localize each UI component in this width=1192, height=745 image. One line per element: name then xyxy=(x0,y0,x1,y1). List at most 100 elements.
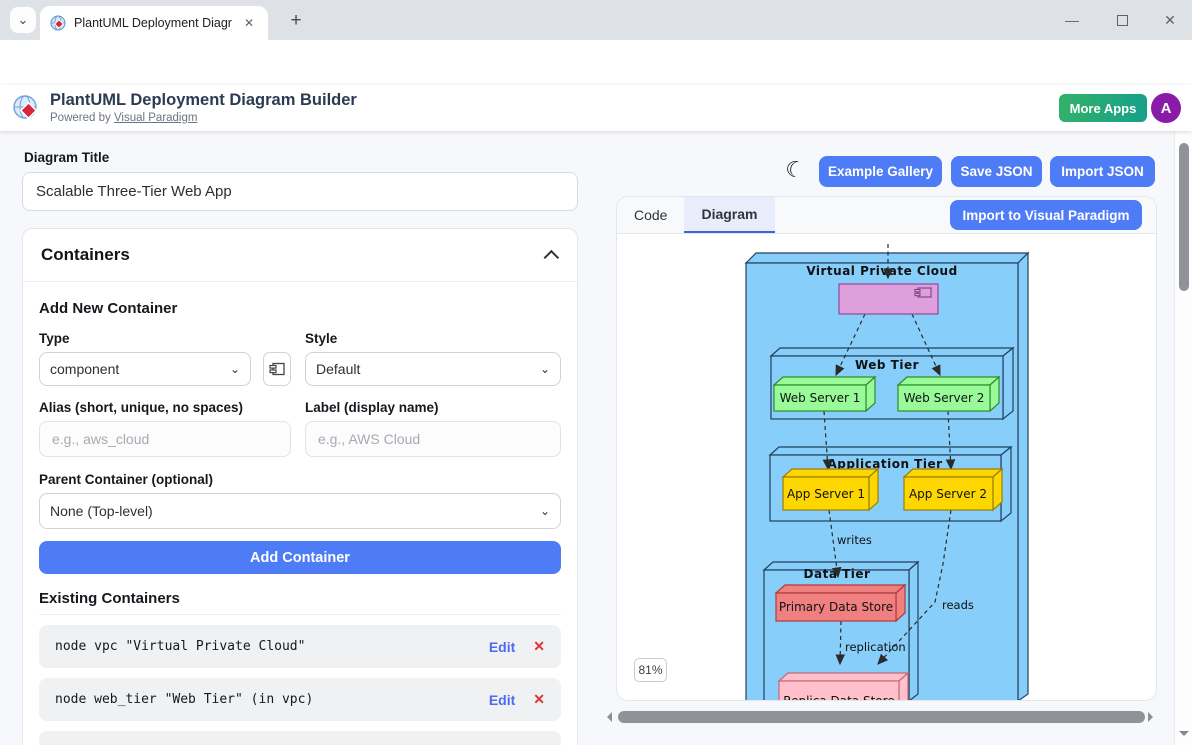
type-label: Type xyxy=(39,331,70,346)
chevron-down-icon: ⌄ xyxy=(17,12,29,27)
edit-link[interactable]: Edit xyxy=(488,691,516,708)
more-apps-button[interactable]: More Apps xyxy=(1059,94,1147,122)
powered-by: Powered by Visual Paradigm xyxy=(50,112,198,124)
moon-icon: ☾ xyxy=(782,155,808,184)
edge-app1-primary xyxy=(828,509,842,579)
containers-card-header[interactable]: Containers xyxy=(23,229,577,282)
parent-container-label: Parent Container (optional) xyxy=(39,472,214,487)
delete-icon[interactable]: ✕ xyxy=(533,638,545,654)
app-header: PlantUML Deployment Diagram Builder Powe… xyxy=(0,85,1192,131)
edge-lb-web1 xyxy=(835,313,866,377)
containers-section-title: Containers xyxy=(41,245,130,264)
container-row: node web_tier "Web Tier" (in vpc) Edit ✕ xyxy=(39,678,561,721)
edge-lb-web2 xyxy=(911,313,941,377)
browser-tab[interactable]: PlantUML Deployment Diagram ✕ xyxy=(40,6,268,40)
style-label: Style xyxy=(305,331,338,346)
visual-paradigm-link[interactable]: Visual Paradigm xyxy=(113,112,198,124)
existing-containers-heading: Existing Containers xyxy=(39,590,180,607)
application-tier-label: Application Tier xyxy=(827,457,942,471)
diagram-title-input[interactable]: Scalable Three-Tier Web App xyxy=(22,172,578,211)
import-to-visual-paradigm-button[interactable]: Import to Visual Paradigm xyxy=(950,200,1142,230)
node-app-server-2: App Server 2 xyxy=(902,467,1004,512)
vertical-scrollbar[interactable] xyxy=(1174,85,1192,745)
horizontal-scrollbar[interactable] xyxy=(600,708,1158,726)
node-web-server-2: Web Server 2 xyxy=(896,375,1001,413)
app-server-2-label: App Server 2 xyxy=(909,487,987,501)
edge-app2-replica xyxy=(877,509,952,665)
browser-toolbar: ← → ⟳ ai-toolbox.visual-paradigm.com/app… xyxy=(0,40,1192,118)
container-code: node vpc "Virtual Private Cloud" xyxy=(55,639,306,654)
scroll-left-icon[interactable] xyxy=(602,712,612,722)
preview-tab-bar: Code Diagram Import to Visual Paradigm xyxy=(617,197,1156,234)
container-code: node web_tier "Web Tier" (in vpc) xyxy=(55,692,314,707)
visual-paradigm-logo xyxy=(13,95,38,120)
web-server-1-label: Web Server 1 xyxy=(780,391,861,405)
chevron-down-icon: ⌄ xyxy=(539,362,550,376)
node-load-balancer xyxy=(838,283,939,315)
page-title: PlantUML Deployment Diagram Builder xyxy=(50,91,357,109)
component-icon xyxy=(914,287,932,298)
scroll-right-icon[interactable] xyxy=(1148,712,1158,722)
web-server-2-label: Web Server 2 xyxy=(904,391,985,405)
chevron-down-icon: ⌄ xyxy=(539,504,550,518)
component-icon-button[interactable] xyxy=(263,352,291,386)
vpc-label: Virtual Private Cloud xyxy=(806,264,957,278)
user-avatar[interactable]: A xyxy=(1151,93,1181,123)
label-label: Label (display name) xyxy=(305,400,439,415)
containers-card: Containers Add New Container Type compon… xyxy=(22,228,578,745)
alias-input[interactable]: e.g., aws_cloud xyxy=(39,421,291,457)
add-container-button[interactable]: Add Container xyxy=(39,541,561,574)
plantuml-diagram: Virtual Private Cloud Web Tier Applicati… xyxy=(744,244,1030,701)
label-input[interactable]: e.g., AWS Cloud xyxy=(305,421,561,457)
tab-title: PlantUML Deployment Diagram xyxy=(74,16,232,30)
add-new-container-heading: Add New Container xyxy=(39,300,178,317)
window-minimize-button[interactable]: — xyxy=(1065,12,1079,28)
edge-web2-app2 xyxy=(945,410,956,471)
edit-link[interactable]: Edit xyxy=(488,638,516,655)
diagram-canvas[interactable]: 81% Virtual Private Cloud Web xyxy=(617,234,1156,701)
container-row: node vpc "Virtual Private Cloud" Edit ✕ xyxy=(39,625,561,668)
data-tier-label: Data Tier xyxy=(804,567,871,581)
component-icon xyxy=(269,362,285,376)
web-tier-label: Web Tier xyxy=(855,358,919,372)
preview-card: Code Diagram Import to Visual Paradigm 8… xyxy=(616,196,1157,701)
container-row: node app_tier "Application Tier" (in vpc… xyxy=(39,731,561,745)
favicon-visual-paradigm xyxy=(50,15,66,31)
node-primary-data-store: Primary Data Store xyxy=(774,583,907,623)
window-close-button[interactable]: ✕ xyxy=(1164,11,1176,28)
tab-diagram[interactable]: Diagram xyxy=(684,197,775,233)
edge-label-writes: writes xyxy=(837,533,872,547)
app-server-1-label: App Server 1 xyxy=(787,487,865,501)
diagram-title-label: Diagram Title xyxy=(24,150,110,165)
type-select[interactable]: component⌄ xyxy=(39,352,251,386)
edge-label-replication: replication xyxy=(845,640,906,654)
tab-code[interactable]: Code xyxy=(634,207,668,223)
style-select[interactable]: Default⌄ xyxy=(305,352,561,386)
example-gallery-button[interactable]: Example Gallery xyxy=(819,156,942,187)
browser-tab-strip: ⌄ PlantUML Deployment Diagram ✕ + — ✕ xyxy=(0,0,1192,40)
chevron-up-icon[interactable] xyxy=(543,249,560,265)
dark-mode-toggle[interactable]: ☾ xyxy=(778,152,812,187)
node-web-server-1: Web Server 1 xyxy=(772,375,877,413)
tab-search-button[interactable]: ⌄ xyxy=(10,7,36,33)
tab-close-icon[interactable]: ✕ xyxy=(243,16,255,30)
scroll-down-icon[interactable] xyxy=(1179,731,1189,741)
edge-web1-app1 xyxy=(822,410,833,471)
horizontal-scrollbar-thumb[interactable] xyxy=(618,711,1145,723)
parent-container-select[interactable]: None (Top-level)⌄ xyxy=(39,493,561,529)
edge-label-reads: reads xyxy=(942,598,974,612)
node-app-server-1: App Server 1 xyxy=(781,467,880,512)
new-tab-button[interactable]: + xyxy=(290,10,302,31)
window-maximize-button[interactable] xyxy=(1100,0,1144,40)
primary-data-store-label: Primary Data Store xyxy=(779,600,893,614)
chevron-down-icon: ⌄ xyxy=(229,362,240,376)
maximize-icon xyxy=(1116,14,1128,26)
alias-label: Alias (short, unique, no spaces) xyxy=(39,400,244,415)
delete-icon[interactable]: ✕ xyxy=(533,691,545,707)
replica-data-store-label: Replica Data Store xyxy=(783,694,894,701)
import-json-button[interactable]: Import JSON xyxy=(1050,156,1155,187)
vertical-scrollbar-thumb[interactable] xyxy=(1179,143,1189,291)
save-json-button[interactable]: Save JSON xyxy=(951,156,1042,187)
node-replica-data-store: Replica Data Store xyxy=(777,671,910,701)
zoom-level-badge: 81% xyxy=(634,658,667,682)
